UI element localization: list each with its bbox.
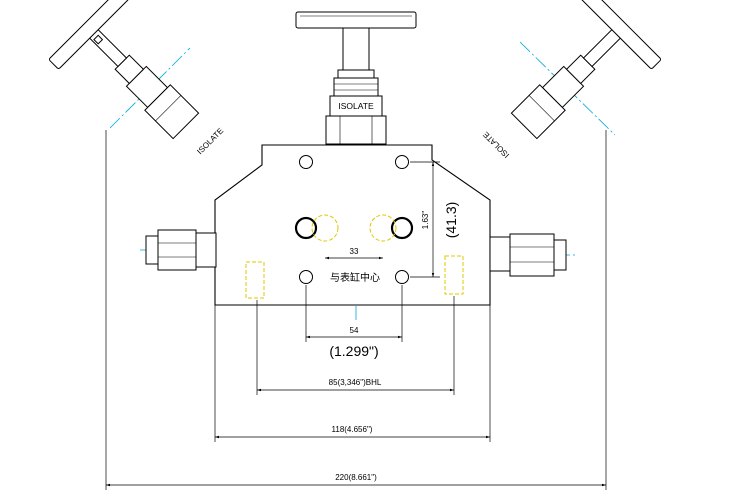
process-ports	[294, 216, 414, 240]
hole-bottom-left	[299, 270, 313, 284]
center-valve-handle	[295, 11, 417, 29]
right-valve	[510, 0, 661, 140]
dim-85-text: 85(3,346")BHL	[329, 378, 382, 387]
right-valve-body	[510, 84, 566, 140]
right-valve-handle	[581, 0, 661, 69]
center-valve-gland	[333, 77, 379, 97]
dim-54-text: 54	[350, 326, 359, 335]
dimension-lines	[105, 130, 607, 490]
left-fitting-body	[157, 229, 197, 271]
center-valve-stem	[342, 27, 370, 71]
left-valve-pin	[93, 34, 104, 45]
dim-163-text: 1.63"	[421, 211, 430, 230]
hole-top-right	[395, 155, 409, 169]
hidden-slot-right	[444, 255, 464, 295]
left-fitting	[145, 229, 217, 271]
center-valve-bonnet	[325, 115, 387, 145]
hole-bottom-right	[395, 270, 409, 284]
right-fitting-hex	[489, 236, 511, 272]
right-valve-label: ISOLATE	[481, 130, 511, 160]
dim-220-text: 220(8.661")	[335, 473, 377, 482]
hidden-port-right	[369, 214, 397, 242]
hole-top-left	[299, 155, 313, 169]
center-distance-note: 与表缸中心	[330, 271, 380, 284]
left-fitting-hex	[195, 232, 217, 268]
hidden-port-left	[311, 214, 339, 242]
bolt-holes	[299, 155, 409, 284]
left-valve-body	[144, 84, 200, 140]
port-left	[294, 216, 318, 240]
left-fitting-end	[145, 235, 159, 265]
left-valve	[49, 0, 200, 140]
left-valve-label: ISOLATE	[195, 126, 225, 156]
center-valve-nut	[337, 69, 375, 79]
right-fitting	[489, 233, 567, 277]
hidden-features	[245, 214, 464, 299]
right-fitting-body	[509, 233, 555, 277]
dim-118-text: 118(4.656")	[332, 425, 373, 434]
dim-33-text: 33	[350, 247, 359, 256]
dim-413-text: (41.3)	[443, 202, 459, 239]
hidden-slot-left	[245, 261, 265, 299]
center-valve	[295, 11, 417, 145]
port-right	[390, 216, 414, 240]
dim-1299-text: (1.299")	[329, 343, 378, 359]
center-valve-label: ISOLATE	[338, 101, 374, 111]
left-valve-handle	[49, 0, 129, 69]
right-fitting-end	[553, 239, 567, 271]
